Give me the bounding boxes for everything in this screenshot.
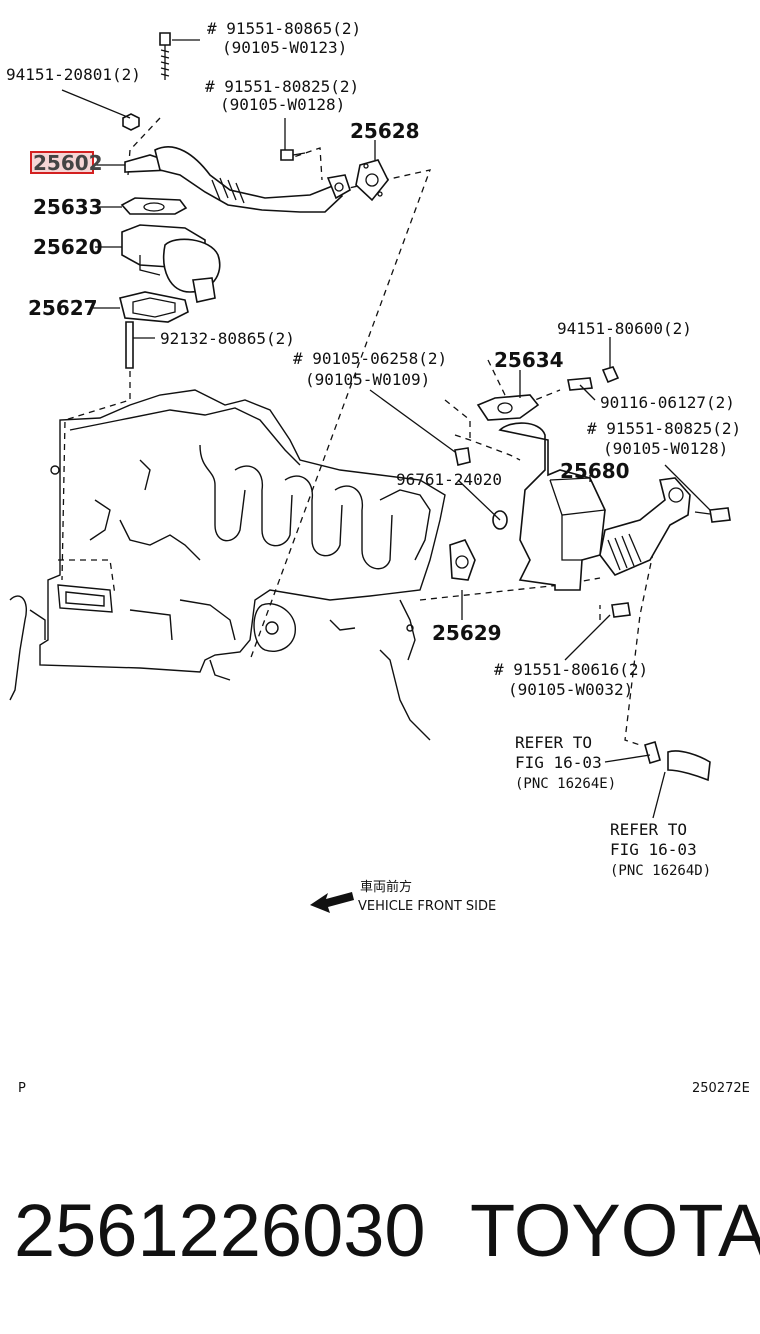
callout-90116-06127: 90116-06127(2) — [600, 393, 735, 412]
callout-94151-80600: 94151-80600(2) — [557, 319, 692, 338]
callout-90105-06258: # 90105-06258(2) — [293, 349, 447, 368]
parts-shapes — [119, 32, 731, 782]
corner-code-right: 250272E — [692, 1081, 750, 1096]
callout-90105-w0032: (90105-W0032) — [508, 680, 633, 699]
refer-2-line2: FIG 16-03 — [610, 840, 697, 859]
callout-90105-w0123: (90105-W0123) — [222, 38, 347, 57]
callout-90105-w0128-right: (90105-W0128) — [603, 439, 728, 458]
corner-code-left: P — [18, 1081, 26, 1096]
callout-94151-20801: 94151-20801(2) — [6, 65, 141, 84]
highlight-box — [30, 151, 94, 174]
footer-part-number: 2561226030 — [14, 1189, 426, 1272]
callout-25629: 25629 — [432, 621, 502, 645]
callout-25680: 25680 — [560, 459, 630, 483]
direction-chinese: 車両前方 — [360, 879, 412, 895]
callout-25602-highlighted: 25602 — [33, 151, 103, 175]
engine-block-drawing — [9, 389, 446, 741]
callout-25633: 25633 — [33, 195, 103, 219]
front-arrow-icon — [310, 892, 354, 913]
refer-1-line1: REFER TO — [515, 733, 592, 752]
callout-96761-24020: 96761-24020 — [396, 470, 502, 489]
assembly-dashed-lines — [58, 117, 661, 746]
callout-92132-80865: 92132-80865(2) — [160, 329, 295, 348]
refer-1-line3: (PNC 16264E) — [515, 776, 616, 792]
callout-labels: # 91551-80865(2) (90105-W0123) 94151-208… — [6, 19, 741, 879]
vehicle-front-indicator: 車両前方 VEHICLE FRONT SIDE — [310, 879, 496, 914]
refer-1-line2: FIG 16-03 — [515, 753, 602, 772]
leader-lines — [61, 39, 711, 819]
footer-brand: TOYOTA — [470, 1189, 760, 1272]
callout-25628: 25628 — [350, 119, 420, 143]
refer-2-line3: (PNC 16264D) — [610, 863, 711, 879]
callout-91551-80825-right: # 91551-80825(2) — [587, 419, 741, 438]
callout-90105-w0109: (90105-W0109) — [305, 370, 430, 389]
callout-91551-80865: # 91551-80865(2) — [207, 19, 361, 38]
callout-25627: 25627 — [28, 296, 98, 320]
callout-91551-80616: # 91551-80616(2) — [494, 660, 648, 679]
callout-25634: 25634 — [494, 348, 564, 372]
direction-english: VEHICLE FRONT SIDE — [358, 899, 496, 914]
callout-25620: 25620 — [33, 235, 103, 259]
callout-90105-w0128-top: (90105-W0128) — [220, 95, 345, 114]
refer-2-line1: REFER TO — [610, 820, 687, 839]
callout-91551-80825-top: # 91551-80825(2) — [205, 77, 359, 96]
